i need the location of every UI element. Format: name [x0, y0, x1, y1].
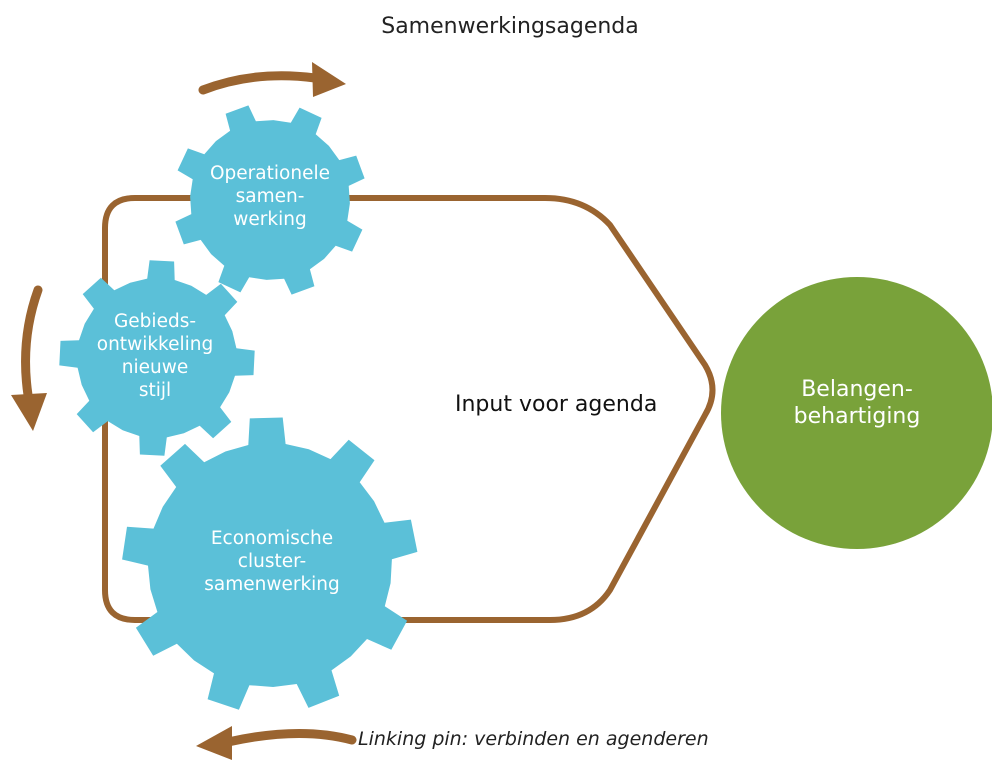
- center-label: Input voor agenda: [455, 392, 658, 417]
- arrow-top-right: [198, 71, 320, 95]
- advocacy-circle: [721, 277, 992, 549]
- agenda-frame: [102, 195, 716, 623]
- gear-middle-line: stijl: [138, 380, 172, 401]
- gear-economic-cluster: [122, 417, 418, 710]
- gear-middle-line: nieuwe: [121, 357, 189, 378]
- gear-area-development: [59, 260, 255, 456]
- gear-bottom-label: Economische cluster- samenwerking: [172, 527, 372, 596]
- arrow-top-right-head: [312, 62, 346, 97]
- diagram-title: Samenwerkingsagenda: [381, 14, 639, 39]
- arrow-left-down: [21, 285, 43, 400]
- gear-top-line: samen-: [235, 186, 305, 207]
- arrow-bottom-left-head: [196, 726, 232, 760]
- gear-bottom-line: samenwerking: [204, 574, 340, 595]
- gear-top-line: werking: [233, 209, 307, 230]
- gear-middle-label: Gebieds- ontwikkeling nieuwe stijl: [75, 310, 235, 402]
- gear-middle-line: ontwikkeling: [96, 334, 214, 355]
- gear-bottom-line: cluster-: [237, 551, 307, 572]
- circle-line: Belangen-: [801, 377, 913, 402]
- arrow-left-down-head: [11, 393, 47, 431]
- circle-line: behartiging: [793, 404, 921, 429]
- gear-bottom-line: Economische: [210, 528, 334, 549]
- arrow-bottom-left: [223, 729, 357, 747]
- gear-operational-cooperation: [175, 105, 365, 295]
- gear-top-line: Operationele: [210, 163, 330, 184]
- caption: Linking pin: verbinden en agenderen: [358, 728, 709, 750]
- circle-label: Belangen- behartiging: [722, 376, 992, 430]
- gear-top-label: Operationele samen- werking: [180, 162, 360, 231]
- gear-middle-line: Gebieds-: [113, 311, 197, 332]
